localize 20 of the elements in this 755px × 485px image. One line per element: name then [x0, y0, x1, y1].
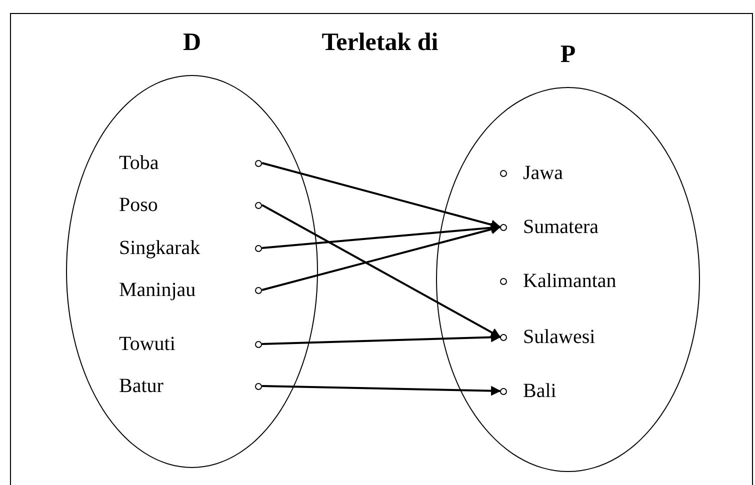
element-label: Batur — [119, 374, 164, 398]
arrow — [262, 162, 501, 230]
title: Terletak di — [320, 28, 440, 58]
set-heading: D — [182, 28, 202, 58]
arrow — [262, 332, 501, 345]
element-label: Bali — [523, 379, 556, 403]
element-label: Toba — [119, 151, 160, 175]
arrow — [262, 204, 501, 338]
element-label: Maninjau — [119, 278, 197, 302]
arrow — [262, 224, 501, 291]
element-label: Sulawesi — [523, 325, 596, 349]
element-label: Singkarak — [119, 236, 202, 260]
element-label: Kalimantan — [523, 269, 616, 293]
element-label: Poso — [119, 193, 159, 217]
element-label: Jawa — [523, 161, 563, 185]
set-heading: P — [559, 40, 577, 70]
element-label: Towuti — [119, 332, 176, 356]
arrow — [262, 222, 501, 249]
arrow — [262, 385, 501, 396]
element-label: Sumatera — [523, 215, 599, 239]
